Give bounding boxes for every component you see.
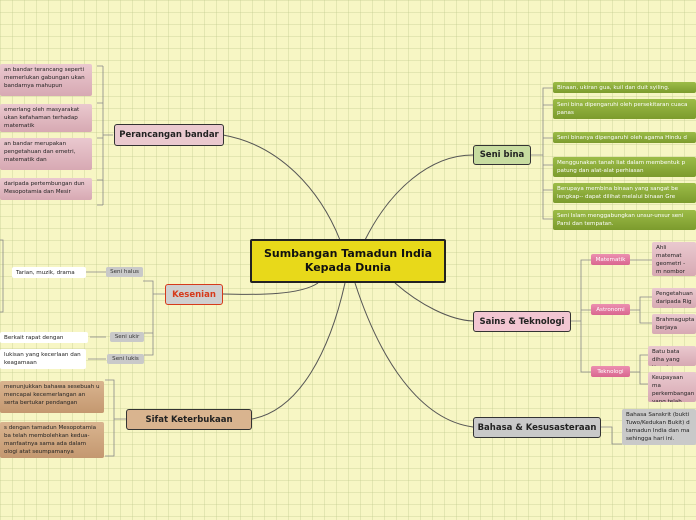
leaf-text: Brahmagupta berjaya meng: [656, 317, 695, 334]
leaf-text: Berupaya membina binaan yang sangat be l…: [557, 186, 679, 200]
leaf-perancangan-2[interactable]: emerlang oleh masyarakat ukan kefahaman …: [0, 104, 92, 132]
leaf-perancangan-4[interactable]: daripada pertembungan dun Mesopotamia da…: [0, 178, 92, 200]
tag-text: Seni halus: [110, 269, 139, 275]
leaf-text: daripada pertembungan dun Mesopotamia da…: [4, 181, 85, 195]
leaf-astronomi-1[interactable]: Pengetahuan daripada Rig: [652, 288, 696, 308]
leaf-teknologi-1[interactable]: Batu bata diha yang tinggi: [648, 346, 696, 366]
tag-seni-halus[interactable]: Seni halus: [106, 267, 143, 277]
tag-text: Astronomi: [596, 306, 625, 313]
leaf-perancangan-3[interactable]: an bandar merupakan pengetahuan dan emet…: [0, 138, 92, 170]
link-keterbukaan: [251, 282, 346, 420]
node-label: Bahasa & Kesusasteraan: [477, 422, 597, 433]
node-label: Perancangan bandar: [119, 130, 219, 140]
leaf-text: an bandar merupakan pengetahuan dan emet…: [4, 141, 76, 163]
node-bahasa-kesusasteraan[interactable]: Bahasa & Kesusasteraan: [473, 417, 601, 438]
node-sifat-keterbukaan[interactable]: Sifat Keterbukaan: [126, 409, 252, 430]
leaf-text: emerlang oleh masyarakat ukan kefahaman …: [4, 107, 80, 129]
node-label: Seni bina: [479, 150, 525, 160]
leaf-bahasa-1[interactable]: Bahasa Sanskrit (bukti Tuwo/Kedukan Buki…: [622, 409, 696, 445]
node-kesenian[interactable]: Kesenian: [165, 284, 223, 305]
leaf-seni-bina-1[interactable]: Binaan, ukiran gua, kuil dan duit syilin…: [553, 82, 696, 93]
leaf-text: Tarian, muzik, drama: [16, 270, 75, 276]
leaf-text: lukisan yang kecerlaan dan keagamaan: [4, 352, 81, 366]
leaf-text: Berkait rapat dengan agama: [4, 335, 64, 341]
leaf-text: Seni Islam menggabungkan unsur-unsur sen…: [557, 213, 684, 227]
leaf-text: Menggunakan tanah liat dalam membentuk p…: [557, 160, 686, 174]
leaf-perancangan-1[interactable]: an bandar terancang seperti memerlukan g…: [0, 64, 92, 96]
central-title: Sumbangan Tamadun India Kepada Dunia: [263, 247, 433, 274]
node-seni-bina[interactable]: Seni bina: [473, 145, 531, 165]
leaf-seni-bina-2[interactable]: Seni bina dipengaruhi oleh persekitaran …: [553, 99, 696, 119]
leaf-text: Bahasa Sanskrit (bukti Tuwo/Kedukan Buki…: [626, 412, 690, 442]
leaf-text: an bandar terancang seperti memerlukan g…: [4, 67, 85, 89]
leaf-text: Binaan, ukiran gua, kuil dan duit syilin…: [557, 85, 670, 91]
link-perancangan: [222, 134, 341, 241]
leaf-keterbukaan-1[interactable]: menunjukkan bahawa sesebuah u mencapai k…: [0, 381, 104, 413]
leaf-astronomi-2[interactable]: Brahmagupta berjaya meng: [652, 314, 696, 334]
tag-seni-ukir[interactable]: Seni ukir: [110, 332, 144, 342]
leaf-text: Seni bina dipengaruhi oleh persekitaran …: [557, 102, 688, 116]
link-kesenian: [222, 282, 319, 295]
link-sains: [394, 282, 474, 322]
leaf-seni-halus[interactable]: Tarian, muzik, drama: [12, 267, 86, 278]
leaf-seni-ukir[interactable]: Berkait rapat dengan agama: [0, 332, 88, 343]
tag-astronomi[interactable]: Astronomi: [591, 304, 630, 315]
leaf-text: menunjukkan bahawa sesebuah u mencapai k…: [4, 384, 100, 406]
leaf-text: Pengetahuan daripada Rig: [656, 291, 693, 305]
tag-teknologi[interactable]: Teknologi: [591, 366, 630, 377]
link-bahasa: [354, 282, 474, 428]
leaf-seni-bina-3[interactable]: Seni binanya dipengaruhi oleh agama Hind…: [553, 132, 696, 143]
tag-text: Seni ukir: [114, 334, 140, 340]
node-perancangan-bandar[interactable]: Perancangan bandar: [114, 124, 224, 146]
node-sains-teknologi[interactable]: Sains & Teknologi: [473, 311, 571, 332]
leaf-text: s dengan tamadun Mesopotamia ba telah me…: [4, 425, 97, 455]
tag-text: Matematik: [595, 256, 626, 263]
central-topic[interactable]: Sumbangan Tamadun India Kepada Dunia: [250, 239, 446, 283]
leaf-text: Batu bata diha yang tinggi: [652, 349, 680, 366]
tag-matematik[interactable]: Matematik: [591, 254, 630, 265]
node-label: Kesenian: [172, 289, 216, 300]
leaf-seni-bina-5[interactable]: Berupaya membina binaan yang sangat be l…: [553, 183, 696, 203]
leaf-teknologi-2[interactable]: Keupayaan ma perkembangan yang telah dig: [648, 372, 696, 402]
leaf-keterbukaan-2[interactable]: s dengan tamadun Mesopotamia ba telah me…: [0, 422, 104, 458]
leaf-seni-lukis[interactable]: lukisan yang kecerlaan dan keagamaan: [0, 349, 86, 369]
tag-text: Seni lukis: [112, 356, 139, 362]
leaf-seni-bina-6[interactable]: Seni Islam menggabungkan unsur-unsur sen…: [553, 210, 696, 230]
node-label: Sains & Teknologi: [479, 316, 565, 327]
leaf-text: Keupayaan ma perkembangan yang telah dig: [652, 375, 695, 402]
link-seni-bina: [364, 154, 474, 241]
tag-text: Teknologi: [597, 368, 624, 375]
tag-seni-lukis[interactable]: Seni lukis: [107, 354, 144, 364]
leaf-seni-bina-4[interactable]: Menggunakan tanah liat dalam membentuk p…: [553, 157, 696, 177]
leaf-text: Seni binanya dipengaruhi oleh agama Hind…: [557, 135, 687, 141]
node-label: Sifat Keterbukaan: [145, 414, 233, 425]
